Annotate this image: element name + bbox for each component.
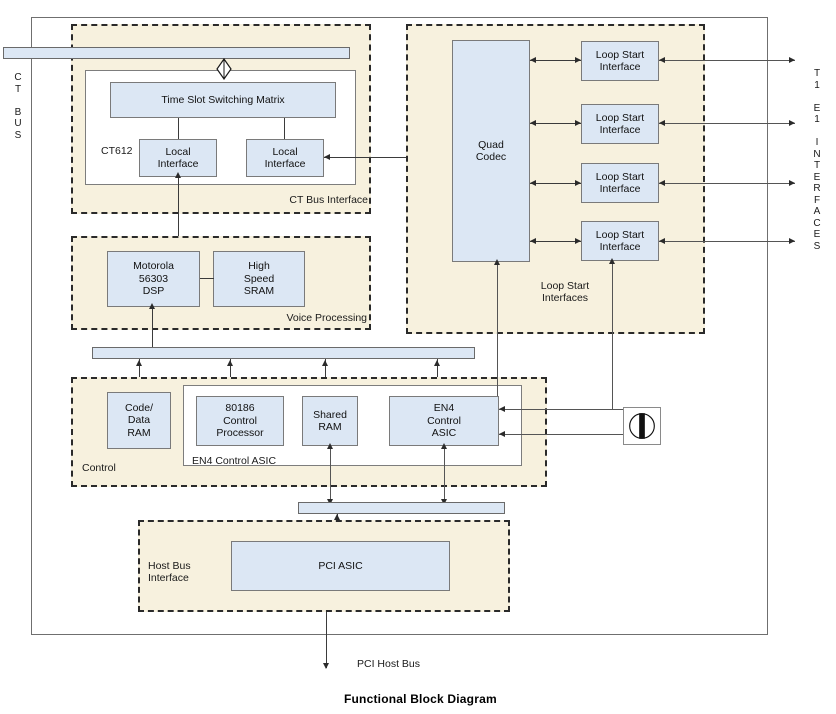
arrow-into-lsi-4-from-control — [609, 258, 615, 264]
arrow-into-codec-from-lsi-2 — [530, 120, 536, 126]
connector-lsi-3-to-t1e1 — [659, 183, 795, 185]
block-quad-codec: Quad Codec — [452, 40, 530, 262]
enclosure-ct612-label: CT612 — [101, 145, 133, 157]
ct-bus-edge-label: C T B U S — [14, 72, 22, 141]
connector-codec-to-lsi-2 — [530, 123, 581, 125]
arrow-into-host-bus-from-pci-asic — [334, 514, 340, 520]
pci-host-bus-label: PCI Host Bus — [357, 658, 421, 670]
connector-codec-to-lsi-3 — [530, 183, 581, 185]
arrow-into-local-interface-1 — [175, 172, 181, 178]
arrow-into-shared-ram-from-host-bus — [327, 443, 333, 449]
block-local-interface-2: Local Interface — [246, 139, 324, 177]
connector-tssm-to-local-interface-1 — [178, 118, 180, 140]
connector-local-interface-1-to-dsp — [178, 177, 180, 252]
connector-lsi-4-to-t1e1 — [659, 241, 795, 243]
connector-lsi-2-to-t1e1 — [659, 123, 795, 125]
region-voice-processing-label: Voice Processing — [286, 312, 367, 324]
arrow-into-quad-codec-from-control — [494, 259, 500, 265]
connector-quad-codec-to-local-interface-2 — [324, 157, 452, 159]
connector-en4-external-lower — [499, 434, 623, 436]
connector-lsi-1-to-t1e1 — [659, 60, 795, 62]
external-connector-symbol — [623, 407, 661, 445]
connector-dsp-to-sram — [200, 278, 214, 280]
block-high-speed-sram: High Speed SRAM — [213, 251, 305, 307]
region-loop-start-interfaces-label: Loop Start Interfaces — [540, 280, 590, 304]
arrow-t1e1-1 — [789, 57, 795, 63]
arrow-t1e1-4 — [789, 238, 795, 244]
connector-en4-external-upper — [499, 409, 623, 411]
connector-codec-to-lsi-1 — [530, 60, 581, 62]
arrow-into-lsi-3-external — [659, 180, 665, 186]
region-ct-bus-interface-label: CT Bus Interface — [289, 194, 368, 206]
internal-bus-bar — [92, 347, 475, 359]
arrow-into-dsp-from-bus — [149, 303, 155, 309]
block-en4-control-asic: EN4 Control ASIC — [389, 396, 499, 446]
arrow-into-lsi-2-from-codec — [575, 120, 581, 126]
arrow-into-lsi-4-external — [659, 238, 665, 244]
block-time-slot-switching-matrix: Time Slot Switching Matrix — [110, 82, 336, 118]
arrow-into-bus-from-en4-control-asic — [434, 360, 440, 366]
t1-e1-interfaces-edge-label: T 1 E 1 I N T E R F A C E S — [813, 68, 821, 252]
block-80186-control-processor: 80186 Control Processor — [196, 396, 284, 446]
connector-shared-ram-to-host-bus — [330, 446, 332, 503]
arrow-into-bus-from-code-data-ram — [136, 360, 142, 366]
block-motorola-56303-dsp: Motorola 56303 DSP — [107, 251, 200, 307]
arrow-into-bus-from-control-processor — [227, 360, 233, 366]
block-code-data-ram: Code/ Data RAM — [107, 392, 171, 449]
arrow-into-lsi-2-external — [659, 120, 665, 126]
host-bus-bar — [298, 502, 505, 514]
arrow-into-lsi-4-from-codec — [575, 238, 581, 244]
arrow-into-lsi-1-from-codec — [575, 57, 581, 63]
arrow-pci-host-bus — [323, 663, 329, 669]
arrow-into-codec-from-lsi-3 — [530, 180, 536, 186]
arrow-t1e1-3 — [789, 180, 795, 186]
arrow-into-en4-from-host-bus — [441, 443, 447, 449]
connector-pci-host-bus — [326, 612, 328, 668]
block-loop-start-interface-2: Loop Start Interface — [581, 104, 659, 144]
arrow-into-local-interface-2 — [324, 154, 330, 160]
connector-codec-to-lsi-4 — [530, 241, 581, 243]
block-loop-start-interface-4: Loop Start Interface — [581, 221, 659, 261]
ct-bus-bidirectional-connector-icon — [216, 58, 232, 80]
connector-quad-codec-to-control — [497, 262, 499, 396]
connector-lsi-4-down — [612, 261, 614, 409]
arrow-into-en4-lower — [499, 431, 505, 437]
block-shared-ram: Shared RAM — [302, 396, 358, 446]
connector-bus-to-code-data-ram — [139, 359, 141, 391]
arrow-into-bus-from-shared-ram — [322, 360, 328, 366]
connector-circle-bar-icon — [629, 413, 655, 439]
connector-dsp-to-internal-bus — [152, 307, 154, 348]
arrow-into-lsi-3-from-codec — [575, 180, 581, 186]
board-outline — [31, 17, 768, 635]
arrow-into-lsi-1-external — [659, 57, 665, 63]
arrow-into-codec-from-lsi-4 — [530, 238, 536, 244]
enclosure-en4-control-asic-label: EN4 Control ASIC — [192, 455, 277, 467]
ct-bus-bar — [3, 47, 350, 59]
arrow-into-en4-upper — [499, 406, 505, 412]
connector-en4-to-host-bus — [444, 446, 446, 503]
connector-tssm-to-local-interface-2 — [284, 118, 286, 140]
arrow-into-codec-from-lsi-1 — [530, 57, 536, 63]
region-control-label: Control — [82, 462, 116, 474]
region-host-bus-interface-label: Host Bus Interface — [148, 560, 191, 584]
arrow-t1e1-2 — [789, 120, 795, 126]
block-loop-start-interface-3: Loop Start Interface — [581, 163, 659, 203]
block-loop-start-interface-1: Loop Start Interface — [581, 41, 659, 81]
diagram-caption: Functional Block Diagram — [344, 692, 497, 706]
block-pci-asic: PCI ASIC — [231, 541, 450, 591]
